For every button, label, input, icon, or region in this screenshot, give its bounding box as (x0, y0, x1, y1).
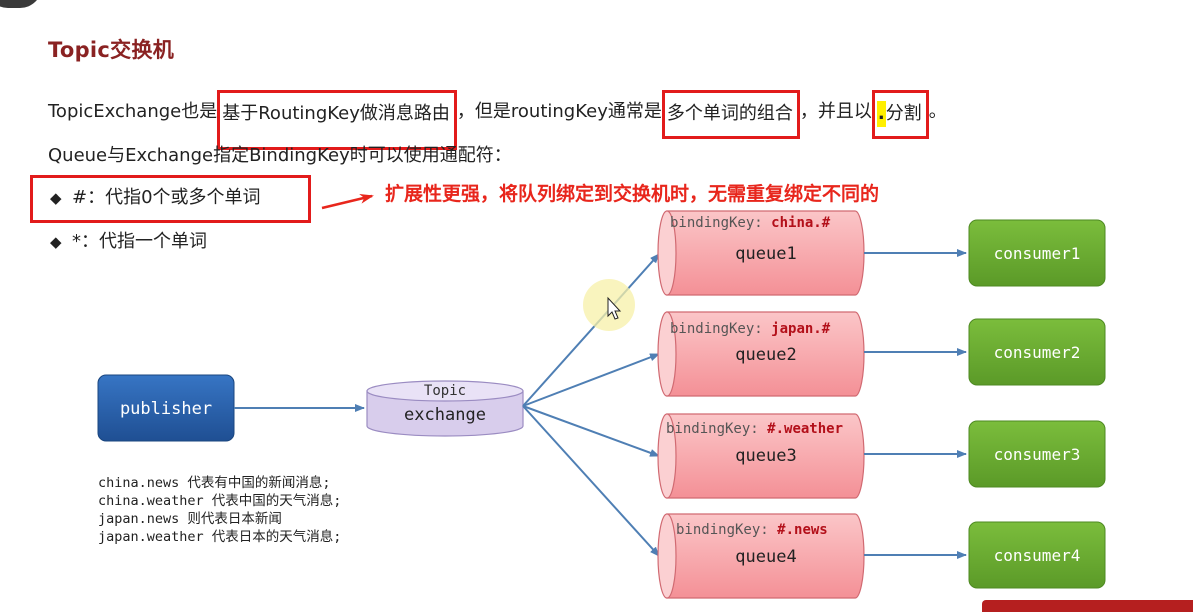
queue1-label: queue1 (735, 244, 796, 264)
consumer3-label: consumer3 (994, 445, 1081, 464)
binding-prefix: bindingKey: (670, 321, 771, 337)
queue1-node: bindingKey: china.# queue1 (657, 210, 865, 296)
queue3-label: queue3 (735, 446, 796, 466)
queue2-node: bindingKey: japan.# queue2 (657, 311, 865, 397)
diamond-icon: ◆ (50, 189, 62, 207)
arrow-exchange-queue3 (522, 405, 660, 457)
binding-key-value: china.# (771, 215, 831, 231)
example-line: china.weather 代表中国的天气消息; (98, 493, 342, 509)
binding-prefix: bindingKey: (666, 421, 767, 437)
publisher-node: publisher (97, 374, 235, 442)
consumer3-node: consumer3 (968, 420, 1106, 488)
example-line: japan.news 则代表日本新闻 (98, 511, 282, 527)
routing-key-examples: china.news 代表有中国的新闻消息; china.weather 代表中… (98, 474, 341, 546)
bullet-text: #：代指0个或多个单词 (72, 187, 261, 208)
bullet-highlight-box (30, 175, 311, 223)
queue4-label: queue4 (735, 547, 796, 567)
highlight-routingkey-box: 基于RoutingKey做消息路由 (217, 90, 457, 150)
bullet-hash: ◆ #：代指0个或多个单词 (50, 185, 261, 211)
queue2-label: queue2 (735, 345, 796, 365)
text-segment: 基于RoutingKey做消息路由 (222, 103, 450, 124)
binding-key-1: bindingKey: china.# (670, 215, 831, 231)
highlight-multi-word-box: 多个单词的组合 (661, 90, 800, 139)
text-segment: ，但是routingKey通常是 (456, 101, 662, 122)
corner-decoration (0, 0, 42, 8)
queue3-node: bindingKey: #.weather queue3 (657, 413, 865, 499)
consumer1-node: consumer1 (968, 219, 1106, 287)
text-segment: ，并且以 (799, 101, 872, 122)
corner-decoration (982, 600, 1193, 612)
arrow-exchange-queue1 (522, 253, 660, 407)
queue4-node: bindingKey: #.news queue4 (657, 513, 865, 599)
consumer4-label: consumer4 (994, 546, 1081, 565)
text-segment: TopicExchange也是 (48, 101, 218, 122)
text-segment: 分割 (885, 103, 922, 124)
binding-key-value: #.weather (767, 421, 843, 437)
consumer1-label: consumer1 (994, 244, 1081, 263)
text-segment: 。 (928, 101, 947, 122)
exchange-type-label: Topic (424, 383, 466, 399)
exchange-label: exchange (404, 405, 486, 425)
example-line: china.news 代表有中国的新闻消息; (98, 475, 331, 491)
arrow-exchange-queue2 (522, 353, 660, 407)
binding-prefix: bindingKey: (676, 522, 777, 538)
binding-key-value: #.news (777, 522, 828, 538)
annotation-note: 扩展性更强，将队列绑定到交换机时，无需重复绑定不同的 (385, 183, 880, 205)
binding-key-value: japan.# (771, 321, 831, 337)
dot-separator: . (876, 101, 886, 127)
binding-key-4: bindingKey: #.news (676, 522, 828, 538)
binding-prefix: bindingKey: (670, 215, 771, 231)
page-title: Topic交换机 (48, 38, 175, 62)
description-line-2: Queue与Exchange指定BindingKey时可以使用通配符： (48, 145, 512, 166)
mouse-cursor-icon (583, 279, 635, 331)
binding-key-3: bindingKey: #.weather (666, 421, 843, 437)
bullet-star: ◆ *：代指一个单词 (50, 229, 207, 255)
consumer4-node: consumer4 (968, 521, 1106, 589)
example-line: japan.weather 代表日本的天气消息; (98, 529, 342, 545)
exchange-node: Topic exchange (366, 380, 524, 437)
consumer2-label: consumer2 (994, 343, 1081, 362)
description-line-1: TopicExchange也是基于RoutingKey做消息路由 ，但是routi… (48, 90, 947, 150)
text-segment: 多个单词的组合 (666, 103, 793, 124)
diamond-icon: ◆ (50, 233, 62, 251)
publisher-label: publisher (120, 399, 212, 419)
binding-key-2: bindingKey: japan.# (670, 321, 831, 337)
highlight-dot-box: .分割 (871, 90, 929, 139)
annotation-arrow (321, 193, 374, 210)
bullet-text: *：代指一个单词 (72, 231, 207, 252)
arrow-exchange-queue4 (522, 405, 660, 557)
consumer2-node: consumer2 (968, 318, 1106, 386)
